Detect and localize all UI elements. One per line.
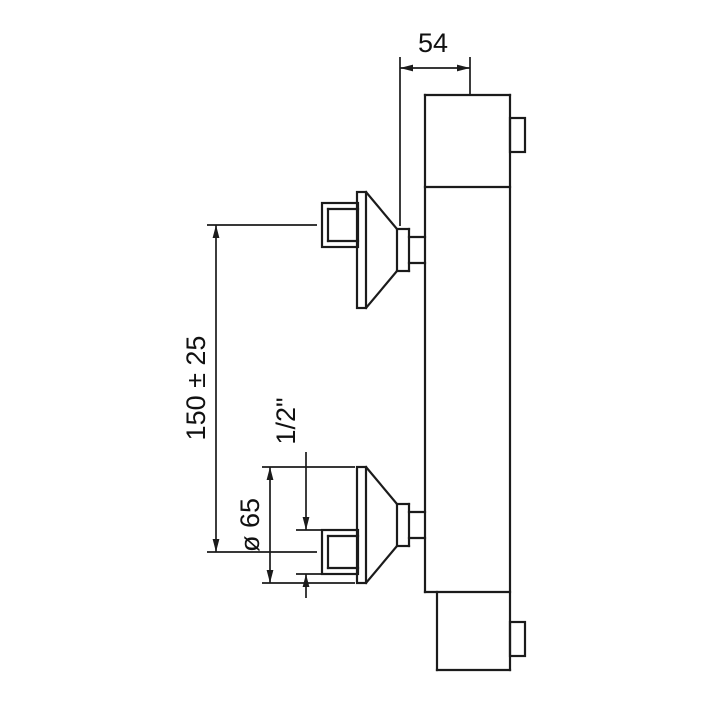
top-escutcheon-flange: [355, 190, 368, 310]
thread-arrow-upper: [302, 517, 310, 530]
dimension-inlet-thread-label: 1/2": [271, 397, 301, 444]
dimension-inlet-centre-distance-label: 150 ± 25: [181, 336, 211, 441]
dimension-body-depth: 54: [399, 28, 471, 226]
bottom-inlet-union: [320, 465, 427, 585]
thread-arrow-lower: [302, 574, 310, 587]
depth-arrow-left: [400, 64, 413, 72]
top-mounting-tab: [508, 116, 527, 154]
spacing-arrow-bottom: [212, 539, 220, 552]
diameter-arrow-top: [266, 467, 274, 480]
dimension-escutcheon-diameter-label: ø 65: [235, 498, 265, 552]
top-escutcheon-cone: [364, 190, 399, 310]
top-inlet-union: [320, 190, 427, 310]
dimension-escutcheon-diameter: ø 65: [235, 466, 355, 584]
bottom-escutcheon-cone: [364, 465, 399, 585]
mixer-body: [423, 93, 527, 672]
bottom-mounting-tab: [508, 620, 527, 658]
spacing-arrow-top: [212, 225, 220, 238]
dimension-inlet-thread: 1/2": [271, 397, 322, 598]
dimension-inlet-centre-distance: 150 ± 25: [181, 224, 317, 553]
dimension-body-depth-label: 54: [418, 28, 448, 58]
bottom-escutcheon-flange: [355, 465, 368, 585]
diameter-arrow-bottom: [266, 570, 274, 583]
depth-arrow-right: [457, 64, 470, 72]
